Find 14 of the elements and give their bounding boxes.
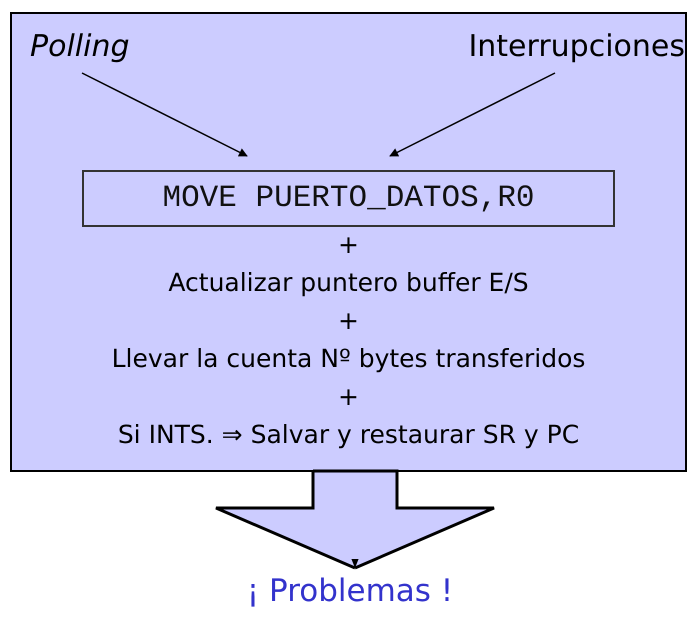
arrow [82, 72, 248, 157]
plus-sign: + [338, 305, 359, 337]
step-text: Llevar la cuenta Nº bytes transferidos [112, 343, 586, 375]
panel-box [10, 12, 687, 472]
method-label: Interrupciones [390, 24, 685, 68]
step-text: Actualizar puntero buffer E/S [168, 267, 529, 299]
plus-sign: + [338, 229, 359, 261]
plus-sign: + [338, 381, 359, 413]
arrow [389, 72, 556, 157]
code-box: MOVE PUERTO_DATOS,R0 [82, 170, 615, 227]
step-text: Si INTS. ⇒ Salvar y restaurar SR y PC [118, 419, 580, 451]
result-text: ¡ Problemas ! [220, 568, 480, 614]
block-arrow [214, 470, 496, 570]
method-label: Polling [30, 24, 180, 68]
